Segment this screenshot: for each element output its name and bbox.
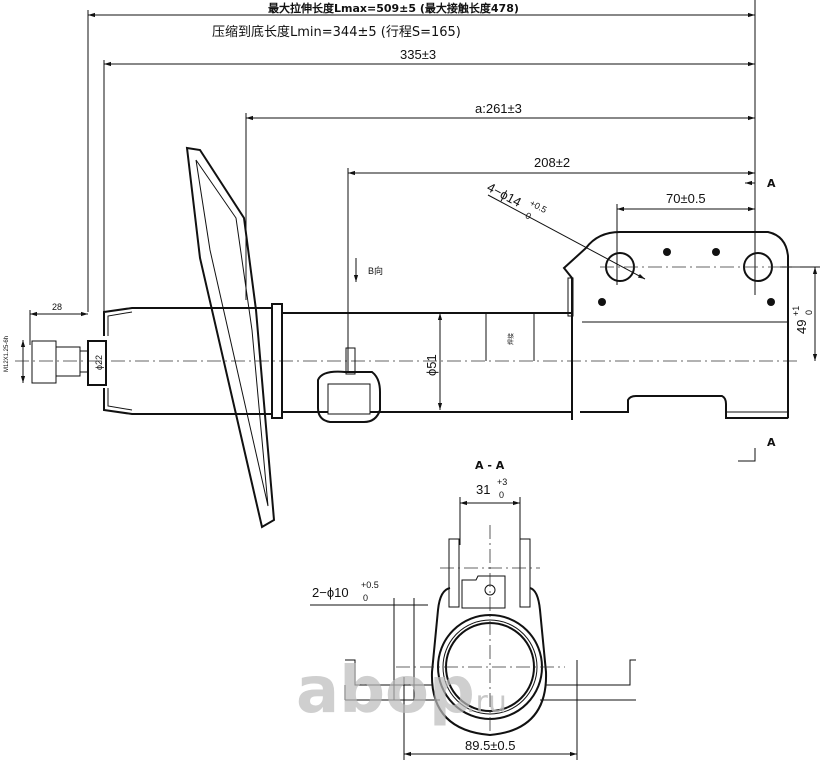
section-a-a: A - A 31 +3 0 2−ϕ10 +0.5 0 89.5±0.5 [310,459,636,760]
holes2-tol-upper: +0.5 [361,580,379,590]
spring-seat [185,146,276,529]
holes2-tol-lower: 0 [363,593,368,603]
d49-tol-upper: +1 [791,306,801,316]
max-length-label: 最大拉伸长度Lmax=509±5 (最大接触长度478) [268,1,519,15]
section-title: A - A [475,459,505,472]
brake-hose-bracket [317,347,381,423]
holes4-label: 4−ϕ14 [485,179,524,209]
dim-261: a:261±3 [475,101,522,116]
watermark-suffix: .ru [466,685,507,720]
tube-mark: 焊接 [507,333,515,345]
watermark-logo: abop .ru [296,654,507,728]
holes4-tol-lower: 0 [524,210,533,221]
dim-28: 28 [52,302,62,312]
d31-tol-upper: +3 [497,477,507,487]
section-mark-a-top: A [767,177,776,190]
dim-208: 208±2 [534,155,570,170]
dim-49: 49 +1 0 [791,306,814,334]
d31-label: 31 [476,482,490,497]
dim-70: 70±0.5 [666,191,706,206]
thread-label: M12X1.25-6h [4,336,10,372]
section-mark-a-bottom: A [767,436,776,449]
d49-label: 49 [794,320,809,334]
dim-335: 335±3 [400,47,436,62]
d89-label: 89.5±0.5 [465,738,516,753]
dim-4-holes: 4−ϕ14 +0.5 0 [485,179,549,221]
dimension-lines [20,0,820,462]
piston-rod [31,340,107,386]
dia22-label: ϕ22 [94,355,104,370]
holes2-label: 2−ϕ10 [312,585,349,600]
knuckle-bracket [562,231,800,420]
min-length-label: 压缩到底长度Lmin=344±5 (行程S=165) [212,24,461,40]
watermark-main: abop [296,654,475,728]
d49-tol-lower: 0 [804,310,814,315]
d31-tol-lower: 0 [499,490,504,500]
dia51-label: ϕ51 [424,354,439,376]
view-b-label: B向 [368,265,383,276]
